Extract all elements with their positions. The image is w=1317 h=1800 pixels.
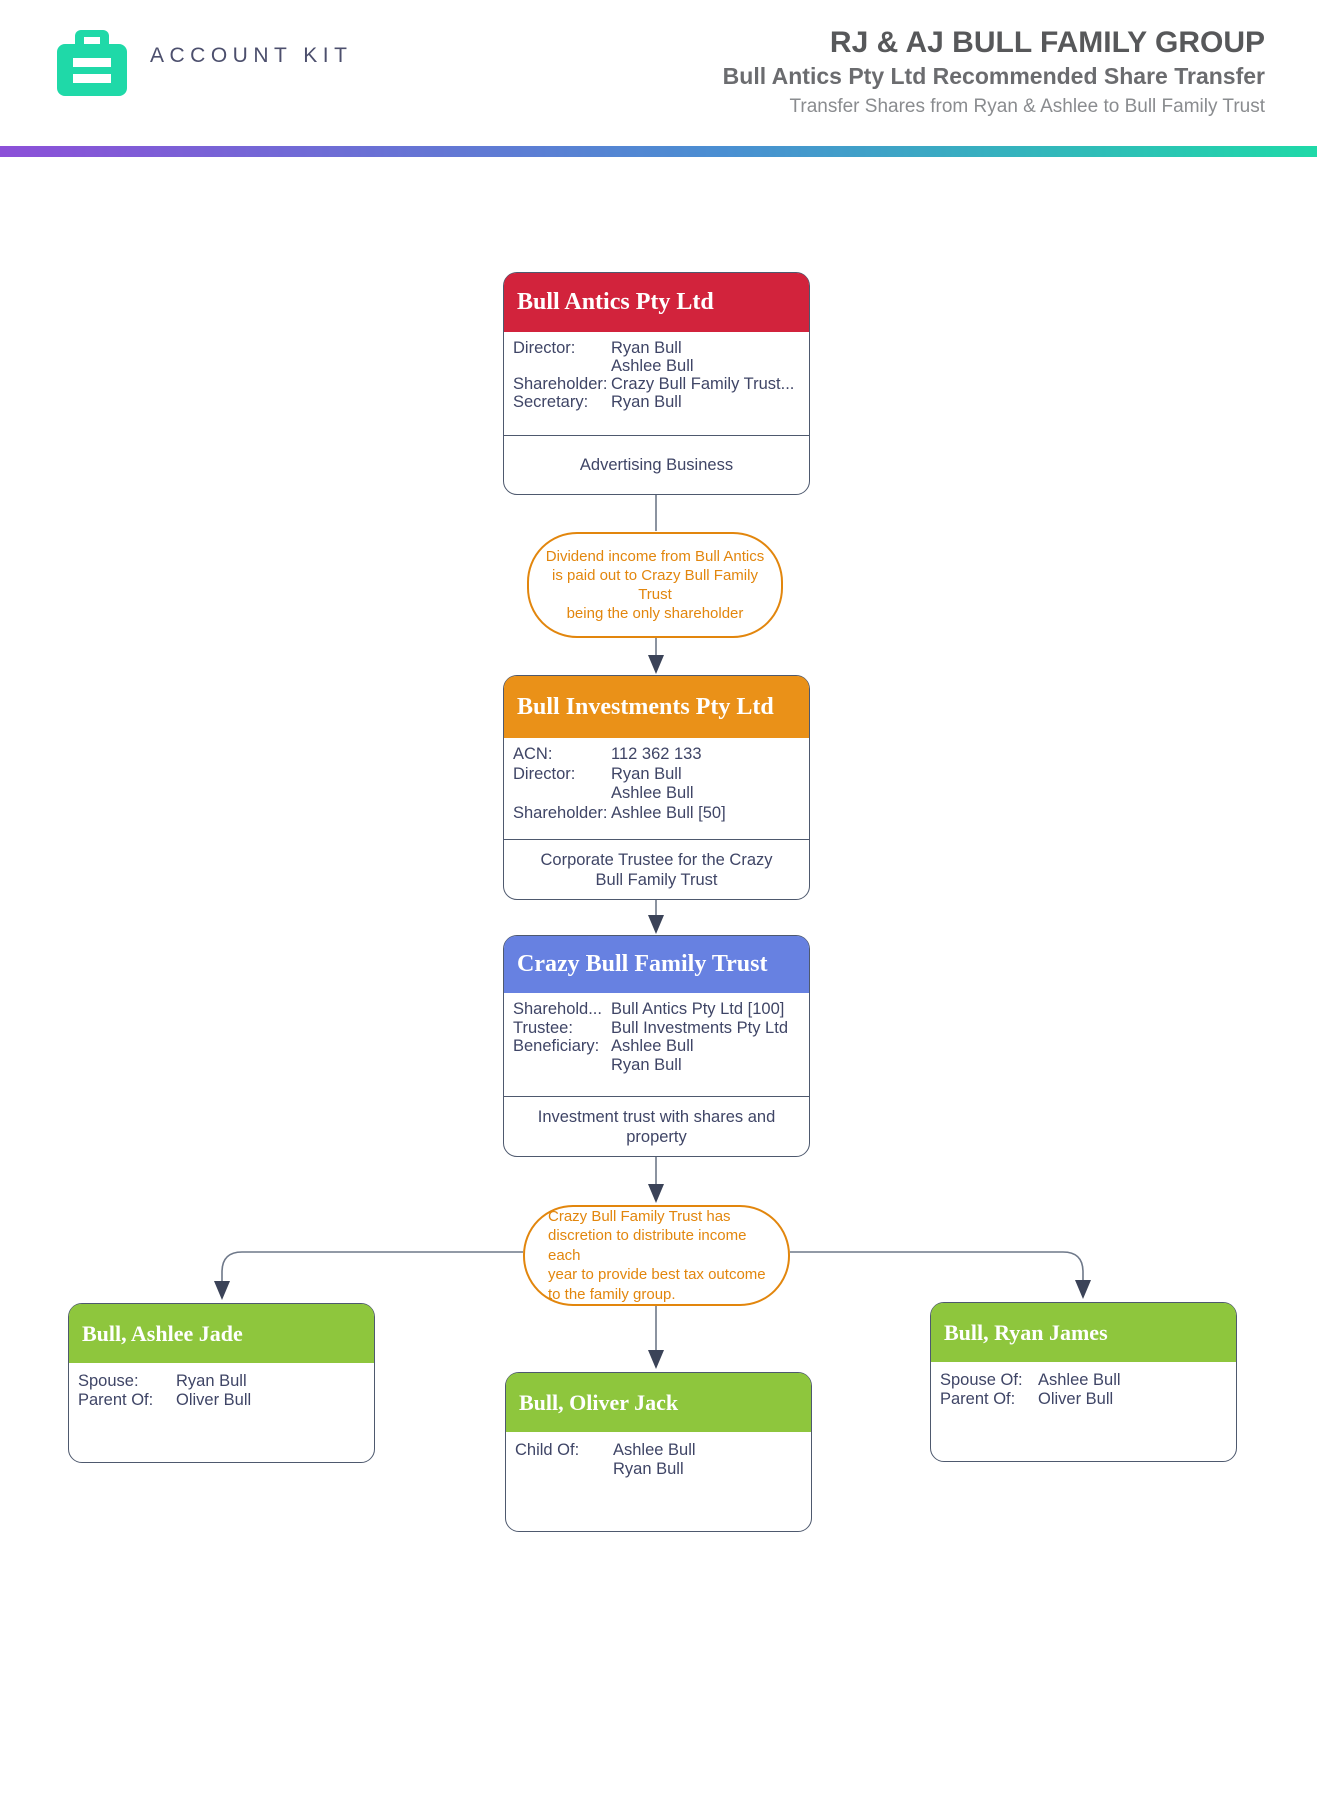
row-value: Ryan Bull bbox=[611, 339, 682, 357]
row-value: Ashlee Bull bbox=[611, 357, 694, 375]
detail-row: Sharehold... Bull Antics Pty Ltd [100] bbox=[513, 1000, 800, 1019]
detail-row: Child Of: Ashlee Bull bbox=[515, 1441, 802, 1460]
row-value: 112 362 133 bbox=[611, 745, 702, 763]
row-label: Director: bbox=[513, 764, 576, 783]
row-value: Ashlee Bull bbox=[611, 1037, 694, 1055]
detail-row: Director: Ryan Bull bbox=[513, 765, 800, 785]
entity-title: Bull Antics Pty Ltd bbox=[504, 273, 809, 332]
row-label bbox=[513, 1056, 611, 1075]
entity-details: Child Of: Ashlee Bull Ryan Bull bbox=[506, 1432, 811, 1531]
entity-card-oliver-bull: Bull, Oliver Jack Child Of: Ashlee Bull … bbox=[505, 1372, 812, 1532]
row-value: Ryan Bull bbox=[176, 1372, 247, 1390]
row-label: Secretary: bbox=[513, 393, 589, 411]
row-value: Ashlee Bull bbox=[611, 784, 694, 802]
entity-card-bull-antics: Bull Antics Pty Ltd Director: Ryan Bull … bbox=[503, 272, 810, 495]
row-label bbox=[513, 357, 611, 375]
row-label: Shareholder: bbox=[513, 375, 608, 393]
row-value: Ryan Bull bbox=[613, 1460, 684, 1478]
row-value: Ashlee Bull bbox=[1038, 1371, 1121, 1389]
detail-row: Ashlee Bull bbox=[513, 784, 800, 804]
entity-card-ryan-bull: Bull, Ryan James Spouse Of: Ashlee Bull … bbox=[930, 1302, 1237, 1462]
row-label: Child Of: bbox=[515, 1441, 580, 1459]
row-value: Ryan Bull bbox=[611, 764, 682, 783]
entity-details: Director: Ryan Bull Ashlee Bull Sharehol… bbox=[504, 332, 809, 435]
row-label: Parent Of: bbox=[78, 1391, 154, 1409]
row-value: Ashlee Bull [50] bbox=[611, 803, 726, 822]
row-value: Crazy Bull Family Trust... bbox=[611, 375, 795, 393]
row-label: Spouse: bbox=[78, 1372, 139, 1390]
document-subtitle: Bull Antics Pty Ltd Recommended Share Tr… bbox=[722, 63, 1265, 89]
entity-card-ashlee-bull: Bull, Ashlee Jade Spouse: Ryan Bull Pare… bbox=[68, 1303, 375, 1463]
entity-description: Advertising Business bbox=[504, 435, 809, 494]
brand-name: ACCOUNT KIT bbox=[150, 44, 353, 67]
entity-title: Crazy Bull Family Trust bbox=[504, 936, 809, 993]
entity-card-crazy-bull-family-trust: Crazy Bull Family Trust Sharehold... Bul… bbox=[503, 935, 810, 1157]
detail-row: Shareholder: Crazy Bull Family Trust... bbox=[513, 375, 800, 393]
document-header: RJ & AJ BULL FAMILY GROUP Bull Antics Pt… bbox=[723, 26, 1265, 118]
document-tagline: Transfer Shares from Ryan & Ashlee to Bu… bbox=[789, 96, 1265, 117]
row-value: Ashlee Bull bbox=[613, 1441, 696, 1459]
entity-details: Spouse Of: Ashlee Bull Parent Of: Oliver… bbox=[931, 1362, 1236, 1461]
entity-details: Sharehold... Bull Antics Pty Ltd [100] T… bbox=[504, 993, 809, 1096]
entity-details: Spouse: Ryan Bull Parent Of: Oliver Bull bbox=[69, 1363, 374, 1462]
entity-card-bull-investments: Bull Investments Pty Ltd ACN: 112 362 13… bbox=[503, 675, 810, 900]
row-label: Shareholder: bbox=[513, 803, 608, 822]
row-value: Ryan Bull bbox=[611, 1055, 682, 1074]
row-label: Trustee: bbox=[513, 1018, 573, 1037]
entity-title: Bull, Ryan James bbox=[931, 1303, 1236, 1362]
detail-row: Ryan Bull bbox=[513, 1056, 800, 1075]
entity-title: Bull Investments Pty Ltd bbox=[504, 676, 809, 738]
row-value: Bull Antics Pty Ltd [100] bbox=[611, 1000, 785, 1018]
row-label bbox=[515, 1460, 613, 1479]
detail-row: Secretary: Ryan Bull bbox=[513, 393, 800, 411]
callout-note-dividend: Dividend income from Bull Antics is paid… bbox=[527, 532, 783, 638]
row-label: Spouse Of: bbox=[940, 1371, 1023, 1389]
row-label: Parent Of: bbox=[940, 1390, 1016, 1408]
detail-row: ACN: 112 362 133 bbox=[513, 745, 800, 765]
detail-row: Shareholder: Ashlee Bull [50] bbox=[513, 804, 800, 824]
detail-row: Parent Of: Oliver Bull bbox=[78, 1391, 365, 1410]
row-value: Oliver Bull bbox=[1038, 1390, 1114, 1408]
detail-row: Trustee: Bull Investments Pty Ltd bbox=[513, 1019, 800, 1038]
document-title: RJ & AJ BULL FAMILY GROUP bbox=[829, 26, 1265, 59]
row-label: Beneficiary: bbox=[513, 1037, 600, 1055]
detail-row: Beneficiary: Ashlee Bull bbox=[513, 1037, 800, 1056]
entity-description: Corporate Trustee for the Crazy Bull Fam… bbox=[504, 839, 809, 899]
detail-row: Spouse: Ryan Bull bbox=[78, 1372, 365, 1391]
entity-description: Investment trust with shares and propert… bbox=[504, 1096, 809, 1156]
detail-row: Ashlee Bull bbox=[513, 357, 800, 375]
row-label bbox=[513, 784, 611, 804]
entity-details: ACN: 112 362 133 Director: Ryan Bull Ash… bbox=[504, 738, 809, 839]
detail-row: Director: Ryan Bull bbox=[513, 339, 800, 357]
row-label: Sharehold... bbox=[513, 1000, 602, 1018]
entity-title: Bull, Ashlee Jade bbox=[69, 1304, 374, 1363]
detail-row: Spouse Of: Ashlee Bull bbox=[940, 1371, 1227, 1390]
row-value: Ryan Bull bbox=[611, 393, 682, 411]
gradient-divider bbox=[0, 146, 1317, 157]
account-kit-logo-icon bbox=[57, 30, 127, 96]
callout-note-distribution: Crazy Bull Family Trust has discretion t… bbox=[523, 1205, 790, 1306]
detail-row: Ryan Bull bbox=[515, 1460, 802, 1479]
row-value: Bull Investments Pty Ltd bbox=[611, 1018, 788, 1037]
detail-row: Parent Of: Oliver Bull bbox=[940, 1390, 1227, 1409]
entity-title: Bull, Oliver Jack bbox=[506, 1373, 811, 1432]
row-label: ACN: bbox=[513, 745, 553, 763]
row-value: Oliver Bull bbox=[176, 1391, 252, 1409]
row-label: Director: bbox=[513, 339, 576, 357]
